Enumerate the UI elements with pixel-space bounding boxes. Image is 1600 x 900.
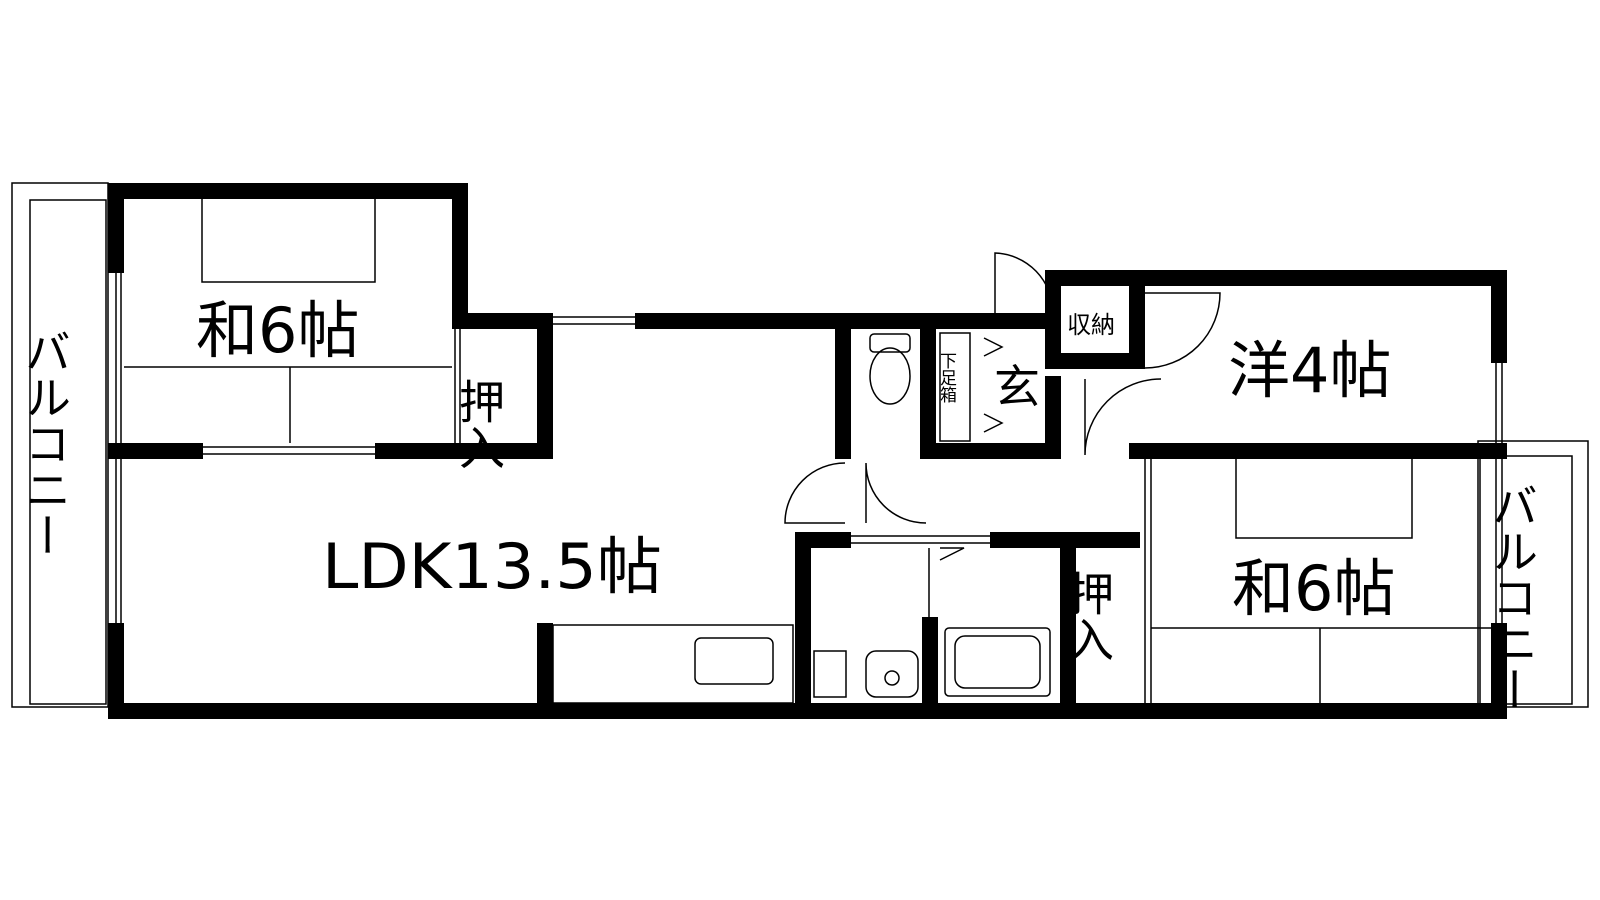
balcony-left-label: バルコニー: [18, 328, 72, 558]
windows: [115, 273, 1503, 703]
room-labels: 和6帖 LDK13.5帖 洋4帖 和6帖 玄 収納 押入 押入 下足箱 バルコニ…: [18, 294, 1539, 712]
room-ldk: LDK13.5帖: [322, 530, 662, 603]
tatami-lines: [124, 199, 1491, 703]
room-shuunou: 収納: [1067, 311, 1115, 339]
room-washitsu-left: 和6帖: [196, 294, 359, 367]
room-washitsu-right: 和6帖: [1232, 552, 1395, 625]
room-oshiire-right: 押入: [1061, 570, 1115, 662]
room-genkan: 玄: [994, 360, 1040, 414]
balcony-right-label: バルコニー: [1485, 482, 1539, 712]
room-geta-bako: 下足箱: [936, 352, 957, 403]
walls: [108, 183, 1507, 719]
room-youshitsu: 洋4帖: [1228, 334, 1391, 407]
balcony-right: [1477, 440, 1589, 708]
fixtures: [552, 332, 1051, 704]
room-oshiire-left: 押入: [452, 378, 506, 470]
doors: [784, 252, 1221, 524]
